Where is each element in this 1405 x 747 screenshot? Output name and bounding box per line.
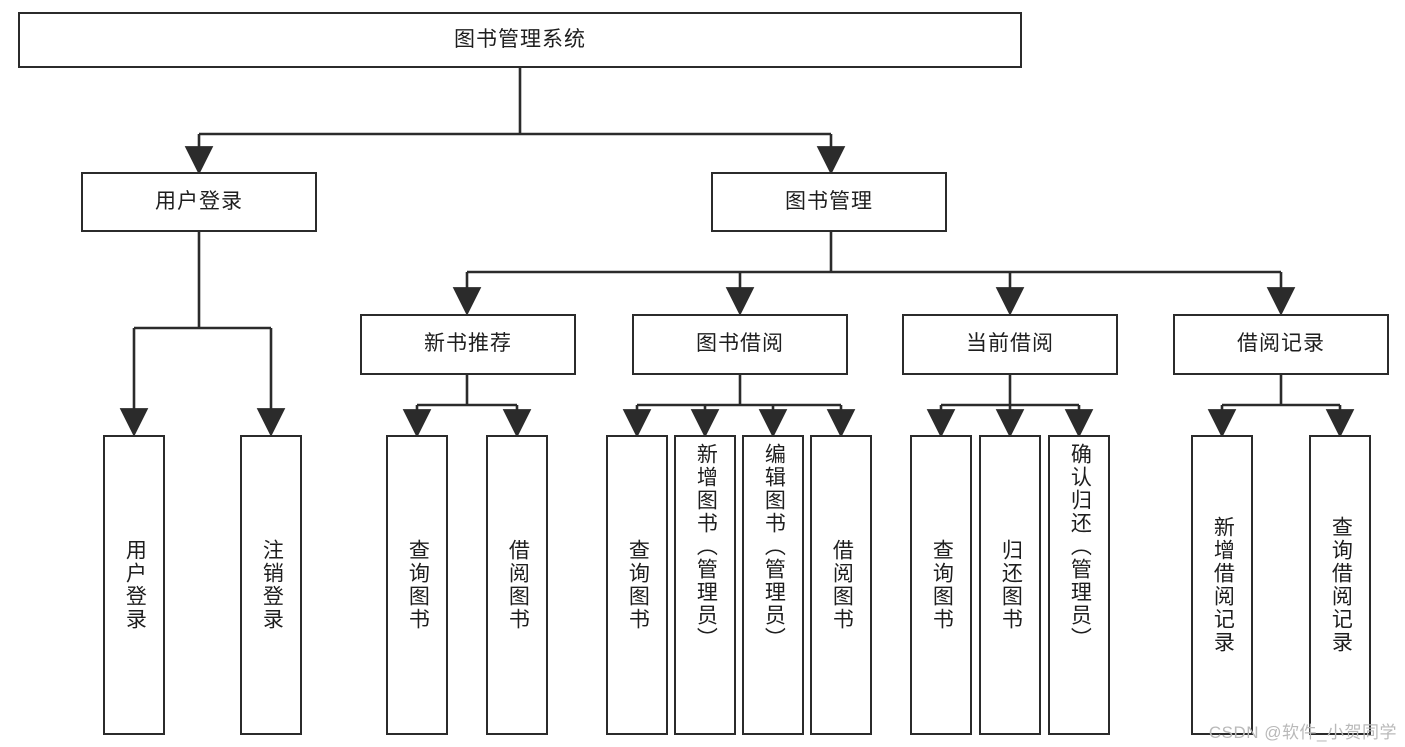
leaf-current-confirm-return-admin[interactable]: 确认归还（管理员）	[1048, 435, 1110, 735]
leaf-current-query-book[interactable]: 查询图书	[910, 435, 972, 735]
node-book-borrow[interactable]: 图书借阅	[632, 314, 848, 375]
node-user-login[interactable]: 用户登录	[81, 172, 317, 232]
leaf-borrow-borrow-book[interactable]: 借阅图书	[810, 435, 872, 735]
leaf-label: 查询图书	[930, 539, 954, 631]
leaf-label: 查询借阅记录	[1329, 516, 1353, 654]
node-new-book-recommend[interactable]: 新书推荐	[360, 314, 576, 375]
leaf-borrow-query-book[interactable]: 查询图书	[606, 435, 668, 735]
leaf-label: 归还图书	[999, 539, 1023, 631]
leaf-label: 新增借阅记录	[1211, 516, 1235, 654]
node-new-book-recommend-label: 新书推荐	[424, 332, 512, 356]
leaf-new-book-query[interactable]: 查询图书	[386, 435, 448, 735]
leaf-record-add-record[interactable]: 新增借阅记录	[1191, 435, 1253, 735]
leaf-label: 新增图书（管理员）	[694, 443, 718, 650]
leaf-user-login-logout[interactable]: 注销登录	[240, 435, 302, 735]
leaf-record-query-record[interactable]: 查询借阅记录	[1309, 435, 1371, 735]
leaf-label: 用户登录	[123, 539, 147, 631]
node-borrow-record[interactable]: 借阅记录	[1173, 314, 1389, 375]
leaf-label: 借阅图书	[506, 539, 530, 631]
node-book-management-label: 图书管理	[785, 189, 873, 213]
node-book-borrow-label: 图书借阅	[696, 332, 784, 356]
node-root-label: 图书管理系统	[454, 27, 586, 51]
leaf-new-book-borrow[interactable]: 借阅图书	[486, 435, 548, 735]
leaf-label: 确认归还（管理员）	[1068, 443, 1092, 650]
node-user-login-label: 用户登录	[155, 189, 243, 213]
watermark: CSDN @软件_小贺同学	[1208, 723, 1397, 742]
leaf-label: 注销登录	[260, 539, 284, 631]
leaf-borrow-edit-book-admin[interactable]: 编辑图书（管理员）	[742, 435, 804, 735]
leaf-label: 查询图书	[626, 539, 650, 631]
leaf-label: 借阅图书	[830, 539, 854, 631]
node-root[interactable]: 图书管理系统	[18, 12, 1022, 68]
node-book-management[interactable]: 图书管理	[711, 172, 947, 232]
leaf-current-return-book[interactable]: 归还图书	[979, 435, 1041, 735]
node-current-borrow[interactable]: 当前借阅	[902, 314, 1118, 375]
leaf-user-login-login[interactable]: 用户登录	[103, 435, 165, 735]
leaf-label: 查询图书	[406, 539, 430, 631]
node-borrow-record-label: 借阅记录	[1237, 332, 1325, 356]
leaf-label: 编辑图书（管理员）	[762, 443, 786, 650]
node-current-borrow-label: 当前借阅	[966, 332, 1054, 356]
leaf-borrow-add-book-admin[interactable]: 新增图书（管理员）	[674, 435, 736, 735]
